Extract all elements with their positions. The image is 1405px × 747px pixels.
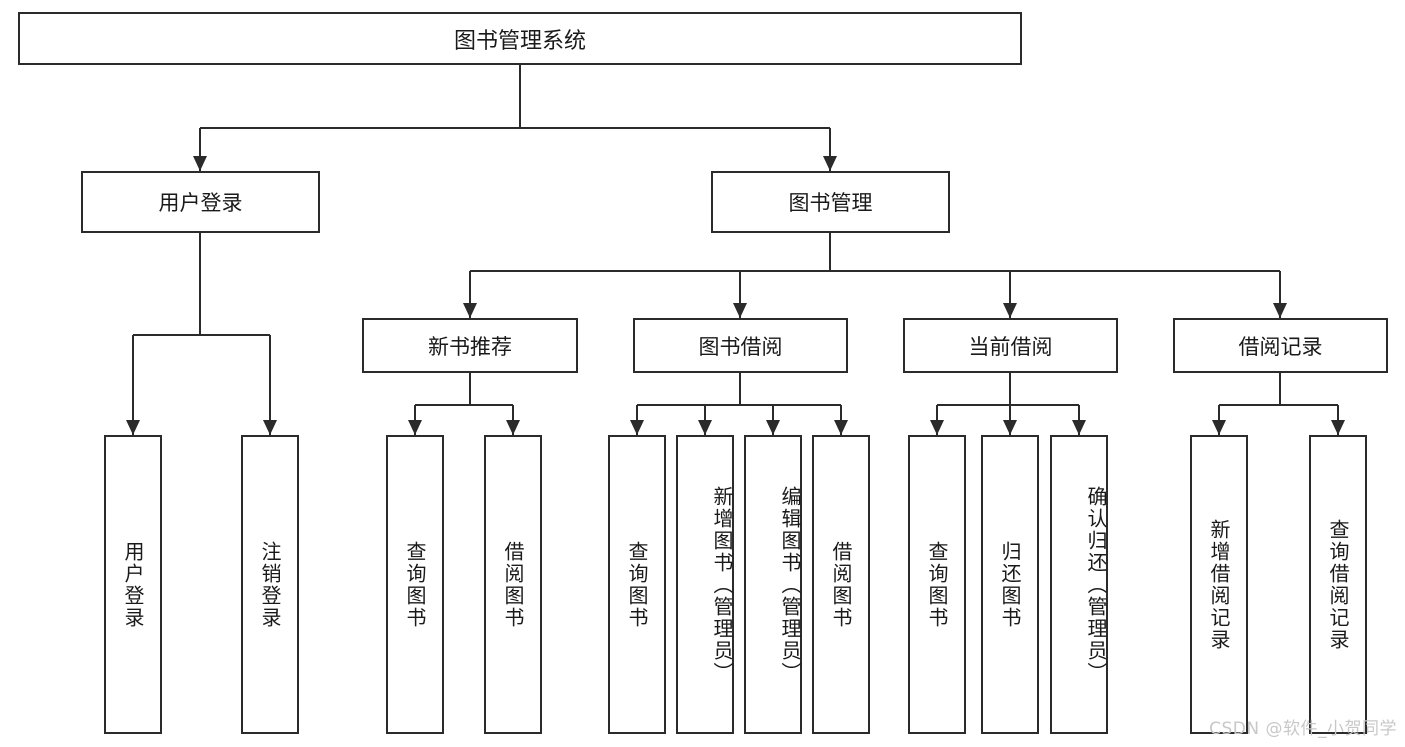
connector-bus-current: [937, 404, 1079, 406]
arrow-head-icon: [463, 303, 477, 318]
arrow-head-icon: [1072, 420, 1086, 435]
leaf-user-login[interactable]: 用户登录: [104, 435, 162, 734]
arrow-head-icon: [408, 420, 422, 435]
node-borrow-record[interactable]: 借阅记录: [1173, 318, 1388, 373]
leaf-query-book-recommend[interactable]: 查询图书: [386, 435, 444, 734]
leaf-return-book[interactable]: 归还图书: [981, 435, 1039, 734]
watermark-csdn: CSDN @软件_小贺同学: [1209, 719, 1397, 739]
arrow-head-icon: [1331, 420, 1345, 435]
node-new-book-recommend[interactable]: 新书推荐: [362, 318, 578, 373]
connector-stem-current: [1009, 373, 1011, 405]
arrow-head-icon: [823, 156, 837, 171]
arrow-head-icon: [698, 420, 712, 435]
connector-drop-bookmgmt-2: [1009, 271, 1011, 318]
connector-drop-root-1: [829, 128, 831, 171]
node-book-borrow[interactable]: 图书借阅: [633, 318, 848, 373]
arrow-head-icon: [1273, 303, 1287, 318]
leaf-borrow-book[interactable]: 借阅图书: [812, 435, 870, 734]
connector-drop-bookmgmt-3: [1279, 271, 1281, 318]
connector-stem-root: [519, 65, 521, 128]
leaf-query-book-borrow[interactable]: 查询图书: [608, 435, 666, 734]
arrow-head-icon: [126, 420, 140, 435]
connector-drop-root-0: [199, 128, 201, 171]
connector-drop-userlogin-1: [269, 335, 271, 435]
connector-bus-newbook: [415, 404, 513, 406]
arrow-head-icon: [766, 420, 780, 435]
leaf-logout[interactable]: 注销登录: [241, 435, 299, 734]
connector-drop-bookmgmt-1: [739, 271, 741, 318]
connector-drop-userlogin-0: [132, 335, 134, 435]
arrow-head-icon: [1003, 420, 1017, 435]
connector-drop-bookmgmt-0: [469, 271, 471, 318]
node-user-login[interactable]: 用户登录: [81, 171, 320, 233]
node-book-management[interactable]: 图书管理: [711, 171, 950, 233]
connector-bus-bookmgmt: [470, 270, 1280, 272]
leaf-query-borrow-record[interactable]: 查询借阅记录: [1309, 435, 1367, 734]
node-root-system[interactable]: 图书管理系统: [18, 12, 1022, 65]
connector-bus-record: [1219, 404, 1338, 406]
connector-stem-borrow: [739, 373, 741, 405]
arrow-head-icon: [506, 420, 520, 435]
connector-stem-newbook: [469, 373, 471, 405]
leaf-add-borrow-record[interactable]: 新增借阅记录: [1190, 435, 1248, 734]
leaf-confirm-return-admin[interactable]: 确认归还（管理员）: [1050, 435, 1108, 734]
connector-stem-record: [1279, 373, 1281, 405]
connector-bus-borrow: [637, 404, 841, 406]
leaf-borrow-book-recommend[interactable]: 借阅图书: [484, 435, 542, 734]
arrow-head-icon: [630, 420, 644, 435]
connector-bus-root: [200, 127, 830, 129]
node-current-borrow[interactable]: 当前借阅: [903, 318, 1118, 373]
arrow-head-icon: [1212, 420, 1226, 435]
arrow-head-icon: [930, 420, 944, 435]
connector-stem-userlogin: [199, 233, 201, 335]
leaf-query-book-current[interactable]: 查询图书: [908, 435, 966, 734]
arrow-head-icon: [263, 420, 277, 435]
connector-bus-userlogin: [133, 334, 270, 336]
leaf-add-book-admin[interactable]: 新增图书（管理员）: [676, 435, 734, 734]
arrow-head-icon: [834, 420, 848, 435]
connector-stem-bookmgmt: [829, 233, 831, 271]
leaf-edit-book-admin[interactable]: 编辑图书（管理员）: [744, 435, 802, 734]
arrow-head-icon: [193, 156, 207, 171]
arrow-head-icon: [1003, 303, 1017, 318]
arrow-head-icon: [733, 303, 747, 318]
